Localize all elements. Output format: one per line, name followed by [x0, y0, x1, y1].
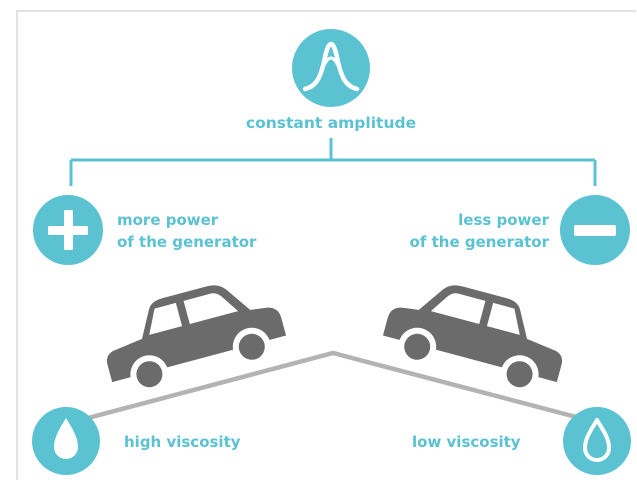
drop-outline-icon [563, 407, 631, 475]
more-power-line2: of the generator [117, 233, 257, 251]
more-power-label: more power of the generator [117, 209, 256, 253]
drop-filled-icon [32, 407, 100, 475]
bracket-connector [69, 138, 597, 186]
constant-amplitude-label: constant amplitude [245, 114, 417, 132]
diagram-frame [16, 10, 636, 480]
plus-icon [33, 195, 103, 265]
car-uphill-icon [106, 285, 287, 394]
less-power-label: less power of the generator [410, 209, 549, 253]
high-viscosity-label: high viscosity [124, 433, 241, 451]
road-line [87, 350, 581, 421]
less-power-line1: less power [458, 211, 549, 229]
low-viscosity-label: low viscosity [412, 433, 521, 451]
car-downhill-icon [382, 285, 563, 394]
amplitude-wave-icon [292, 29, 370, 107]
minus-icon [560, 195, 630, 265]
less-power-line2: of the generator [409, 233, 549, 251]
more-power-line1: more power [117, 211, 219, 229]
